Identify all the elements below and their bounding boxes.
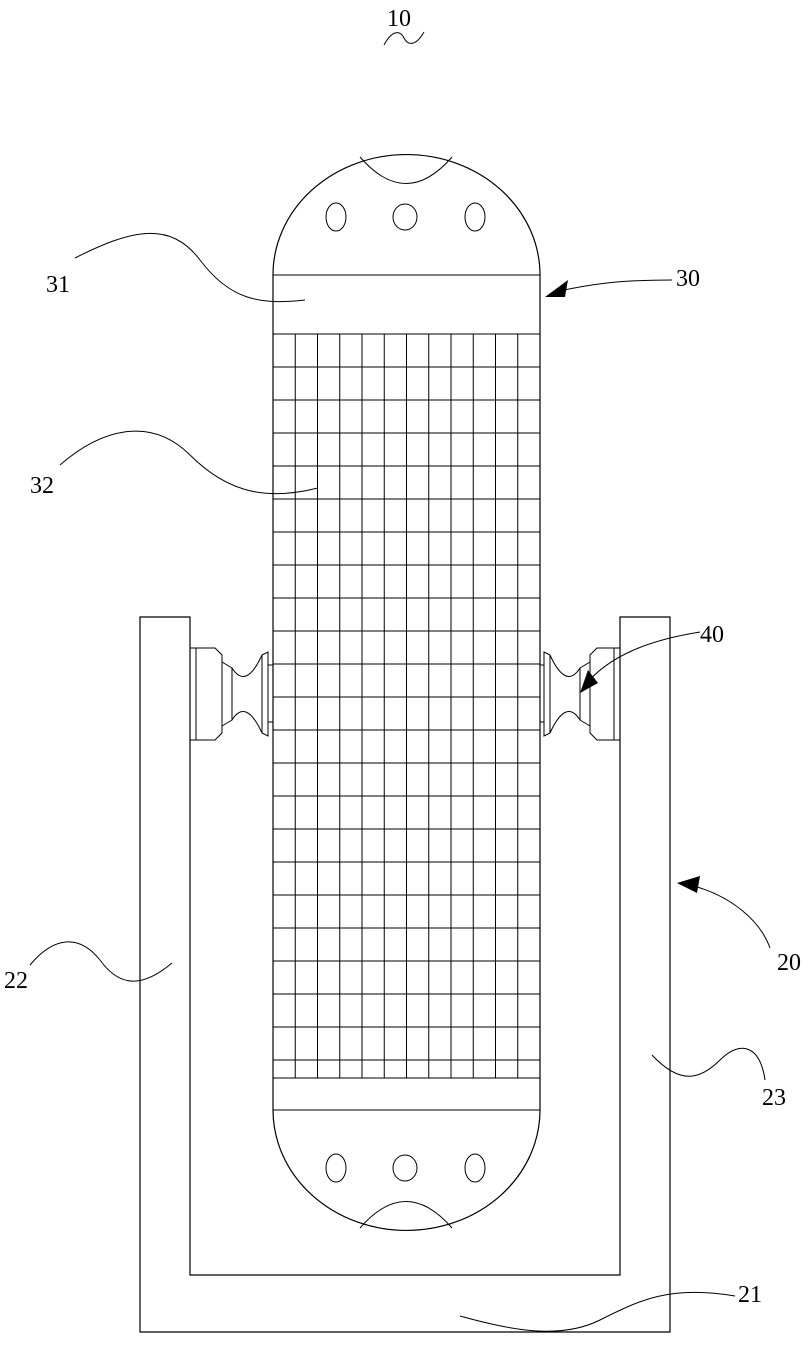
leader-20 (690, 885, 770, 948)
bottom-dome (273, 1110, 540, 1230)
leader-32 (60, 431, 318, 494)
top-notch-arc (360, 157, 452, 184)
arrowhead-20 (677, 876, 700, 893)
top-hole-middle (393, 204, 417, 230)
top-dome (273, 155, 540, 275)
leader-10 (384, 32, 424, 45)
label-10: 10 (387, 6, 411, 32)
pivot-right (540, 648, 620, 740)
label-23: 23 (762, 1085, 786, 1111)
label-22: 22 (4, 968, 28, 994)
label-40: 40 (700, 622, 724, 648)
label-32: 32 (30, 473, 54, 499)
bottom-notch-arc (360, 1202, 452, 1229)
arrowhead-40 (580, 670, 598, 693)
mesh-grid (273, 334, 540, 1078)
leader-40 (585, 632, 700, 685)
label-31: 31 (46, 272, 70, 298)
pivot-left (190, 648, 273, 740)
leader-30 (555, 280, 672, 292)
label-30: 30 (676, 266, 700, 292)
capsule-body (273, 155, 540, 1231)
bottom-hole-right (465, 1154, 485, 1182)
label-21: 21 (738, 1282, 762, 1308)
arrowhead-30 (545, 280, 568, 297)
leader-22 (30, 942, 172, 981)
leader-21 (460, 1292, 735, 1331)
top-hole-left (326, 203, 346, 231)
bottom-hole-left (326, 1154, 346, 1182)
bottom-hole-middle (393, 1155, 417, 1181)
leader-31 (75, 233, 305, 301)
label-20: 20 (777, 950, 801, 976)
leader-23 (652, 1048, 765, 1080)
top-hole-right (465, 203, 485, 231)
